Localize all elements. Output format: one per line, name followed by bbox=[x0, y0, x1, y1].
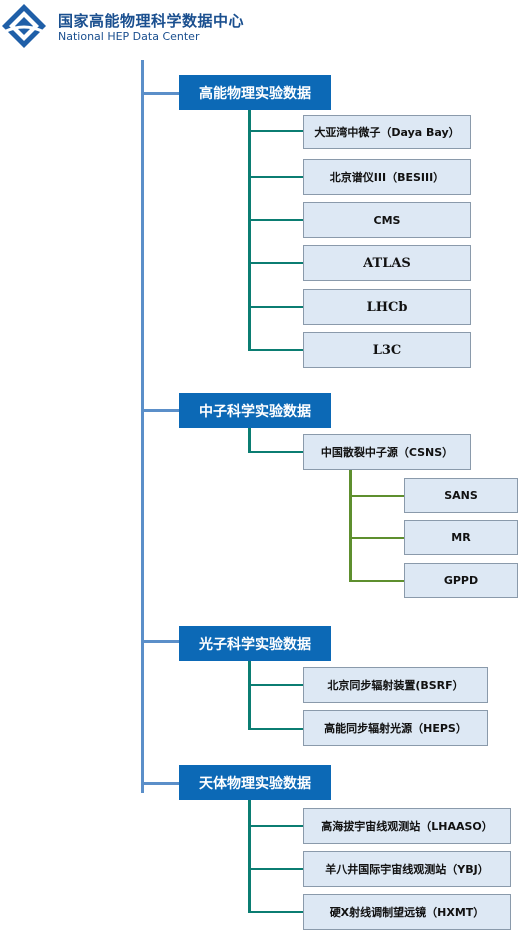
node-hxmt[interactable]: 硬X射线调制望远镜（HXMT） bbox=[303, 894, 511, 930]
node-lhaaso[interactable]: 高海拔宇宙线观测站（LHAASO） bbox=[303, 808, 511, 844]
category-photon-science[interactable]: 光子科学实验数据 bbox=[179, 626, 331, 661]
node-besiii[interactable]: 北京谱仪III（BESIII） bbox=[303, 159, 471, 195]
category-astrophysics[interactable]: 天体物理实验数据 bbox=[179, 765, 331, 800]
diamond-logo-icon bbox=[2, 4, 46, 48]
node-mr[interactable]: MR bbox=[404, 520, 518, 555]
main-trunk-line bbox=[141, 60, 144, 793]
site-title: 国家高能物理科学数据中心 bbox=[58, 12, 245, 30]
node-l3c[interactable]: L3C bbox=[303, 332, 471, 368]
branch-line bbox=[248, 800, 251, 913]
branch-connector bbox=[248, 451, 303, 453]
branch-line bbox=[248, 110, 251, 351]
branch-connector bbox=[248, 262, 303, 264]
branch-connector bbox=[248, 130, 303, 132]
node-bsrf[interactable]: 北京同步辐射装置(BSRF） bbox=[303, 667, 488, 703]
node-gppd[interactable]: GPPD bbox=[404, 563, 518, 598]
branch-connector bbox=[248, 219, 303, 221]
branch-line bbox=[248, 661, 251, 730]
node-csns[interactable]: 中国散裂中子源（CSNS） bbox=[303, 434, 471, 470]
sub-branch-line bbox=[349, 470, 352, 582]
branch-connector bbox=[248, 868, 303, 870]
trunk-connector bbox=[141, 92, 179, 95]
node-atlas[interactable]: ATLAS bbox=[303, 245, 471, 281]
node-sans[interactable]: SANS bbox=[404, 478, 518, 513]
branch-connector bbox=[248, 306, 303, 308]
node-ybj[interactable]: 羊八井国际宇宙线观测站（YBJ） bbox=[303, 851, 511, 887]
branch-line bbox=[248, 428, 251, 453]
trunk-connector bbox=[141, 409, 179, 412]
sub-branch-connector bbox=[349, 495, 404, 497]
branch-connector bbox=[248, 728, 303, 730]
node-lhcb[interactable]: LHCb bbox=[303, 289, 471, 325]
header: 国家高能物理科学数据中心 National HEP Data Center bbox=[0, 0, 521, 56]
branch-connector bbox=[248, 911, 303, 913]
category-high-energy-physics[interactable]: 高能物理实验数据 bbox=[179, 75, 331, 110]
node-daya-bay[interactable]: 大亚湾中微子（Daya Bay） bbox=[303, 115, 471, 149]
sub-branch-connector bbox=[349, 580, 404, 582]
site-subtitle: National HEP Data Center bbox=[58, 30, 200, 43]
trunk-connector bbox=[141, 782, 179, 785]
branch-connector bbox=[248, 176, 303, 178]
node-heps[interactable]: 高能同步辐射光源（HEPS） bbox=[303, 710, 488, 746]
branch-connector bbox=[248, 825, 303, 827]
sub-branch-connector bbox=[349, 537, 404, 539]
category-neutron-science[interactable]: 中子科学实验数据 bbox=[179, 393, 331, 428]
branch-connector bbox=[248, 349, 303, 351]
branch-connector bbox=[248, 684, 303, 686]
trunk-connector bbox=[141, 640, 179, 643]
node-cms[interactable]: CMS bbox=[303, 202, 471, 238]
